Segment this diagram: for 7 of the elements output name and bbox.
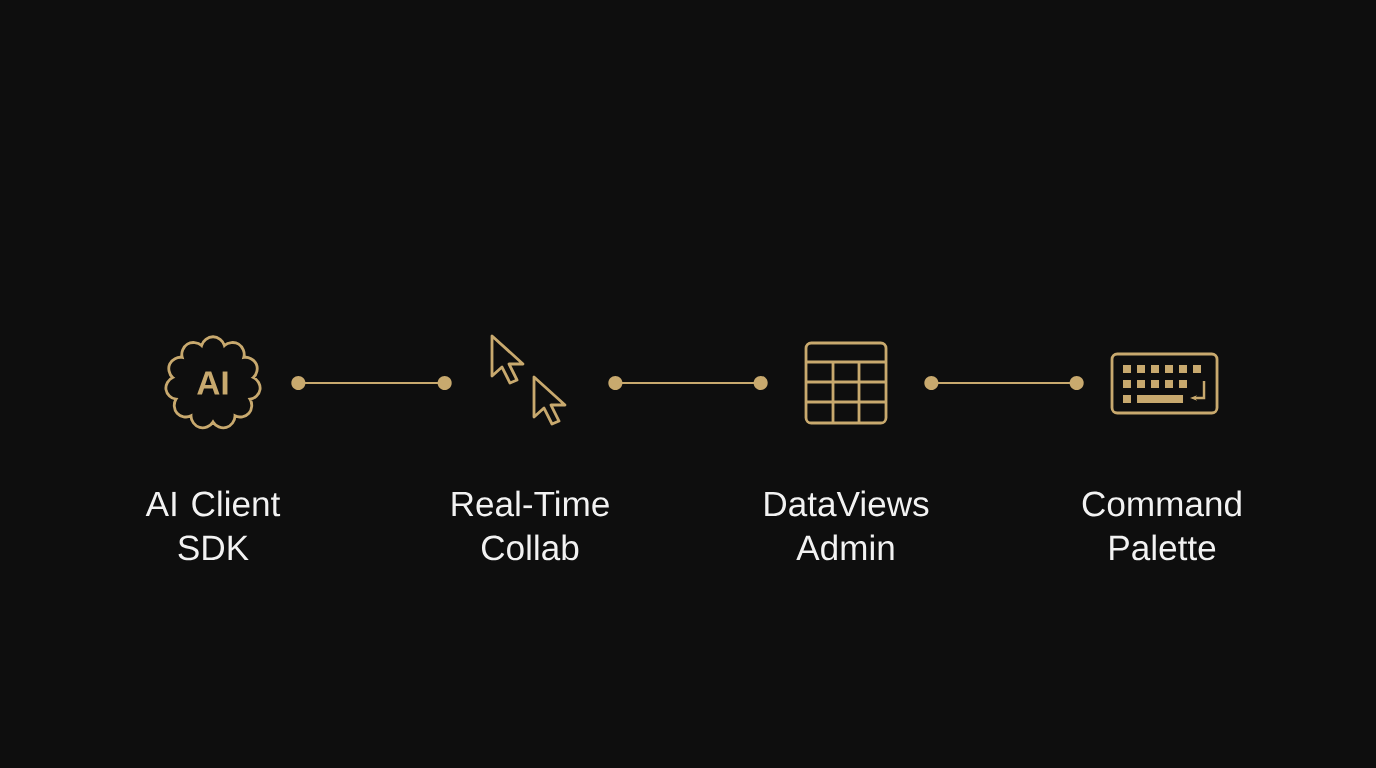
step-label: Command Palette — [1082, 490, 1241, 561]
connector-line — [608, 376, 768, 391]
connector-line — [291, 376, 452, 391]
step-label: DataViews Admin — [765, 490, 929, 561]
step-label: AI Client SDK — [145, 490, 281, 561]
step-label: Real-Time Collab — [452, 490, 609, 561]
connector-line — [924, 376, 1084, 391]
